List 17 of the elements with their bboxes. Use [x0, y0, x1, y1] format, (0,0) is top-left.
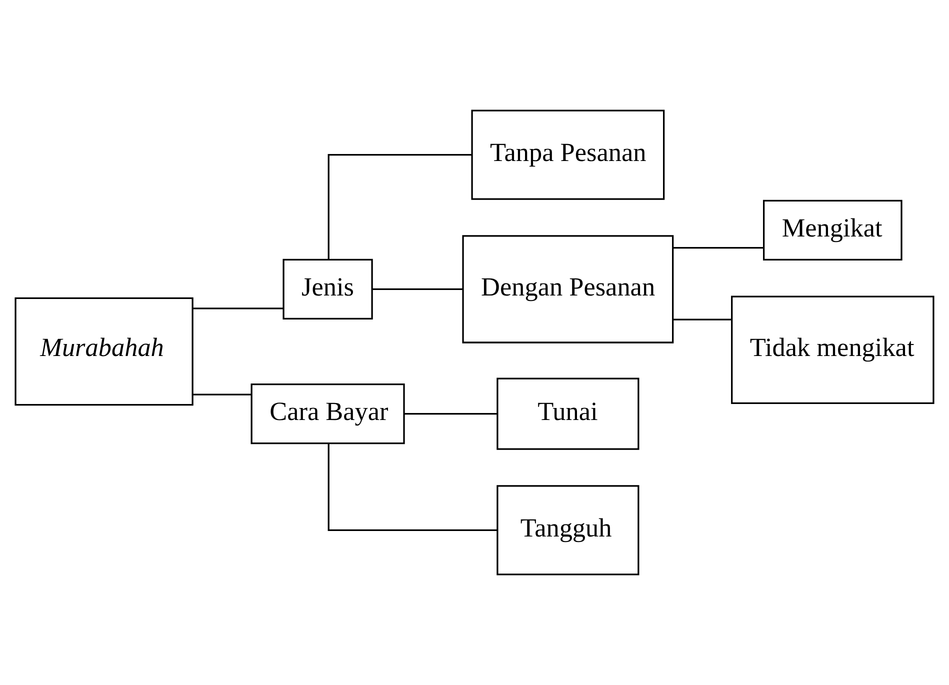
node-box: Tunai [496, 378, 640, 450]
connector [404, 412, 497, 415]
connector [193, 308, 284, 310]
node-box: Tanpa Pesanan [471, 110, 665, 200]
node-box: Tangguh [496, 485, 640, 576]
node-box: Murabahah [14, 297, 194, 406]
node-box: Dengan Pesanan [462, 235, 674, 344]
node-box: Jenis [282, 258, 373, 320]
connector [193, 394, 252, 396]
connector [328, 444, 498, 531]
node-box: Cara Bayar [250, 383, 405, 444]
connector [372, 288, 463, 290]
connector [673, 247, 764, 249]
connector [328, 154, 472, 260]
node-box: Tidak mengikat [731, 296, 934, 404]
connector [673, 318, 732, 320]
node-box: Mengikat [763, 200, 902, 261]
